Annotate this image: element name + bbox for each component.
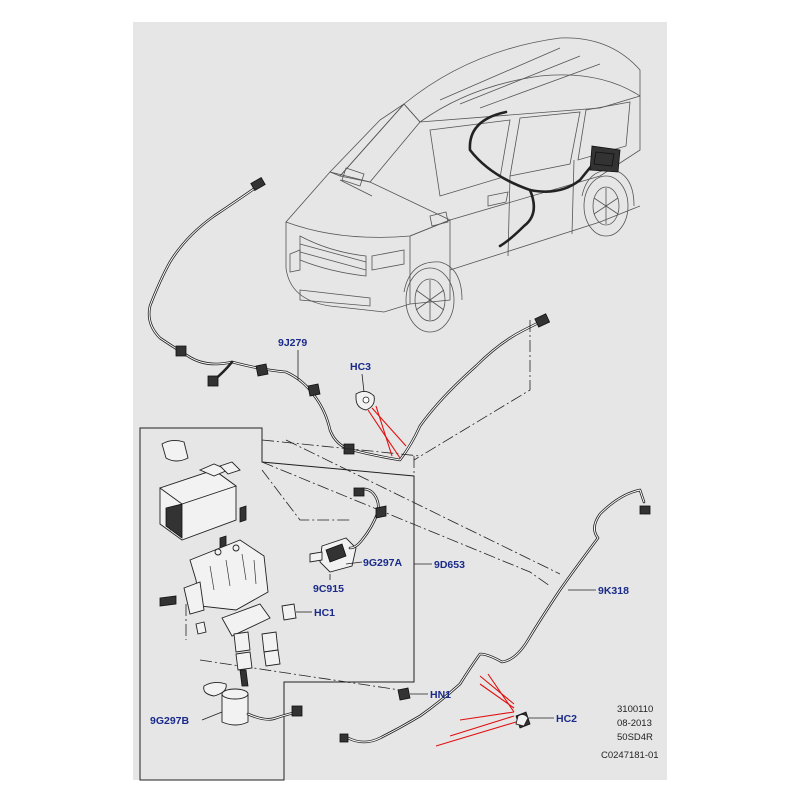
callout-lines bbox=[367, 405, 517, 747]
leader-lines bbox=[201, 350, 596, 721]
reference-block: 3100110 08-2013 50SD4R C0247181-01 bbox=[601, 704, 659, 761]
reference-line-2: 08-2013 bbox=[617, 718, 652, 729]
label-hc1: HC1 bbox=[314, 607, 335, 619]
reference-line-3: 50SD4R bbox=[617, 732, 653, 743]
label-hc3: HC3 bbox=[350, 361, 371, 373]
reference-line-1: 3100110 bbox=[617, 704, 653, 715]
label-9g297a: 9G297A bbox=[363, 557, 403, 569]
vehicle-illustration bbox=[285, 37, 641, 333]
label-9j279: 9J279 bbox=[278, 337, 307, 349]
canister-detail-group bbox=[139, 320, 561, 781]
label-9c915: 9C915 bbox=[313, 583, 344, 595]
diagram-panel bbox=[133, 22, 667, 780]
label-hn1: HN1 bbox=[430, 689, 451, 701]
clip-hc3 bbox=[355, 391, 375, 411]
label-hc2: HC2 bbox=[556, 713, 577, 725]
label-9d653: 9D653 bbox=[434, 559, 465, 571]
vent-hose-9j279 bbox=[147, 176, 551, 462]
fill-hose-9k318 bbox=[339, 488, 651, 744]
label-9g297b: 9G297B bbox=[150, 715, 190, 727]
label-9k318: 9K318 bbox=[598, 585, 629, 597]
reference-line-4: C0247181-01 bbox=[601, 750, 659, 761]
